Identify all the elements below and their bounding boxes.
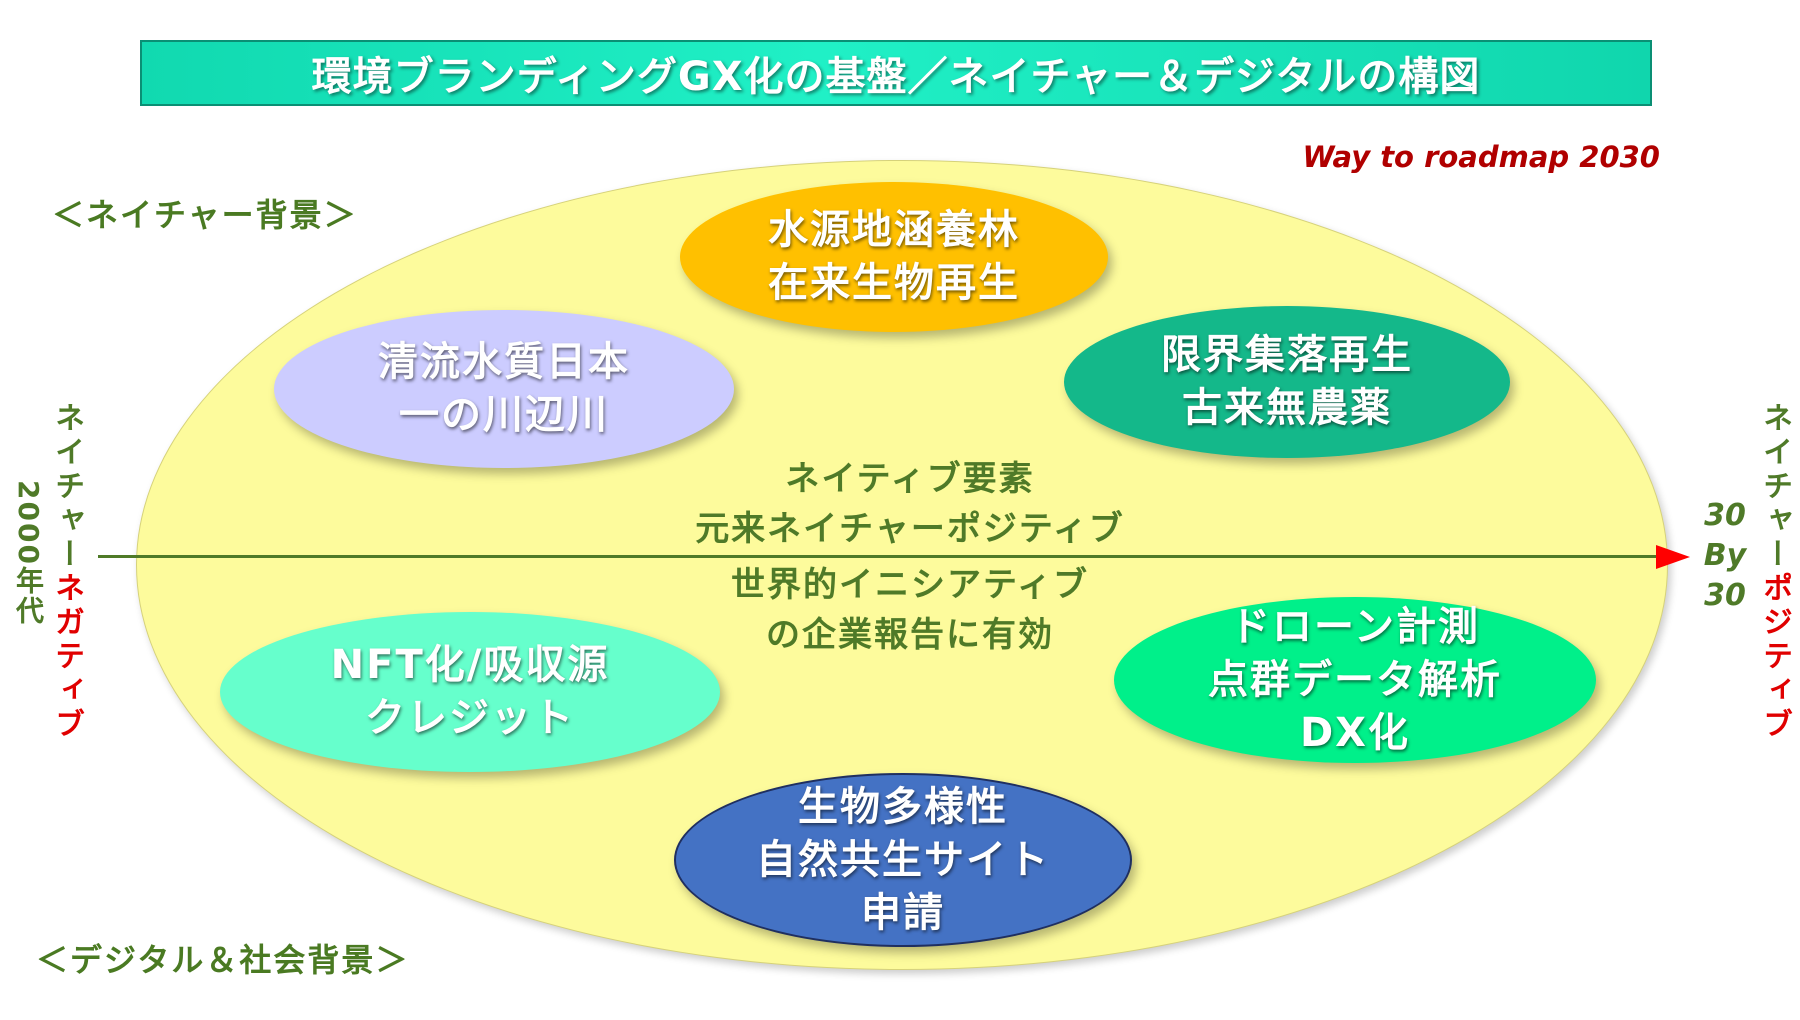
- title-banner: 環境ブランディングGX化の基盤／ネイチャー＆デジタルの構図: [140, 40, 1652, 106]
- bubble-water-source: 水源地涵養林 在来生物再生: [680, 182, 1108, 332]
- diagram-title: 環境ブランディングGX化の基盤／ネイチャー＆デジタルの構図: [311, 54, 1481, 100]
- bubble-biodiversity: 生物多様性 自然共生サイト 申請: [674, 773, 1132, 947]
- target-line2: By: [1703, 538, 1747, 573]
- target-line1: 30: [1704, 498, 1746, 533]
- center-lower-text: 世界的イニシアティブ の企業報告に有効: [610, 560, 1210, 660]
- center-lower-line2: の企業報告に有効: [766, 615, 1054, 655]
- bubble-clear-river: 清流水質日本 一の川辺川: [274, 310, 734, 468]
- right-axis-label: ネイチャーポジティブ: [1752, 402, 1796, 742]
- left-axis-negative: ネガティブ: [49, 572, 84, 742]
- bubble-nft-credit: NFT化/吸収源 クレジット: [220, 612, 720, 772]
- center-upper-line1: ネイティブ要素: [785, 459, 1035, 499]
- bubble-biodiversity-line3: 申請: [861, 889, 945, 936]
- bubble-drone-dx-line3: DX化: [1299, 709, 1411, 756]
- center-upper-line2: 元来ネイチャーポジティブ: [695, 509, 1125, 549]
- center-upper-text: ネイティブ要素 元来ネイチャーポジティブ: [610, 454, 1210, 554]
- bubble-biodiversity-line1: 生物多様性: [798, 783, 1008, 830]
- bubble-nft-credit-line1: NFT化/吸収源: [330, 642, 610, 688]
- bubble-clear-river-line2: 一の川辺川: [399, 392, 609, 438]
- roadmap-subtitle: Way to roadmap 2030: [1302, 140, 1661, 174]
- target-line3: 30: [1704, 578, 1746, 613]
- right-axis-positive: ポジティブ: [1757, 572, 1792, 742]
- target-30-by-30: 30 By 30: [1695, 496, 1755, 616]
- nature-background-label: ＜ネイチャー背景＞: [52, 196, 358, 234]
- bubble-drone-dx-line2: 点群データ解析: [1208, 656, 1502, 703]
- bubble-nft-credit-line2: クレジット: [365, 695, 575, 741]
- bubble-biodiversity-line2: 自然共生サイト: [756, 836, 1050, 883]
- center-lower-line1: 世界的イニシアティブ: [731, 565, 1089, 605]
- right-axis-prefix: ネイチャー: [1757, 402, 1792, 572]
- bubble-village-revival-line2: 古来無農薬: [1182, 385, 1392, 431]
- horizontal-axis-line: [98, 555, 1660, 558]
- bubble-water-source-line1: 水源地涵養林: [768, 207, 1020, 253]
- bubble-drone-dx: ドローン計測 点群データ解析 DX化: [1114, 597, 1596, 763]
- left-axis-label: ネイチャーネガティブ: [44, 402, 88, 742]
- digital-background-label: ＜デジタル＆社会背景＞: [36, 941, 410, 979]
- bubble-village-revival: 限界集落再生 古来無農薬: [1064, 306, 1510, 458]
- left-axis-prefix: ネイチャー: [49, 402, 84, 572]
- bubble-clear-river-line1: 清流水質日本: [378, 339, 630, 385]
- bubble-drone-dx-line1: ドローン計測: [1230, 603, 1480, 650]
- bubble-water-source-line2: 在来生物再生: [768, 260, 1020, 306]
- axis-arrow-head: [1656, 545, 1690, 569]
- left-axis-era: 2000年代: [12, 480, 45, 626]
- bubble-village-revival-line1: 限界集落再生: [1161, 332, 1413, 378]
